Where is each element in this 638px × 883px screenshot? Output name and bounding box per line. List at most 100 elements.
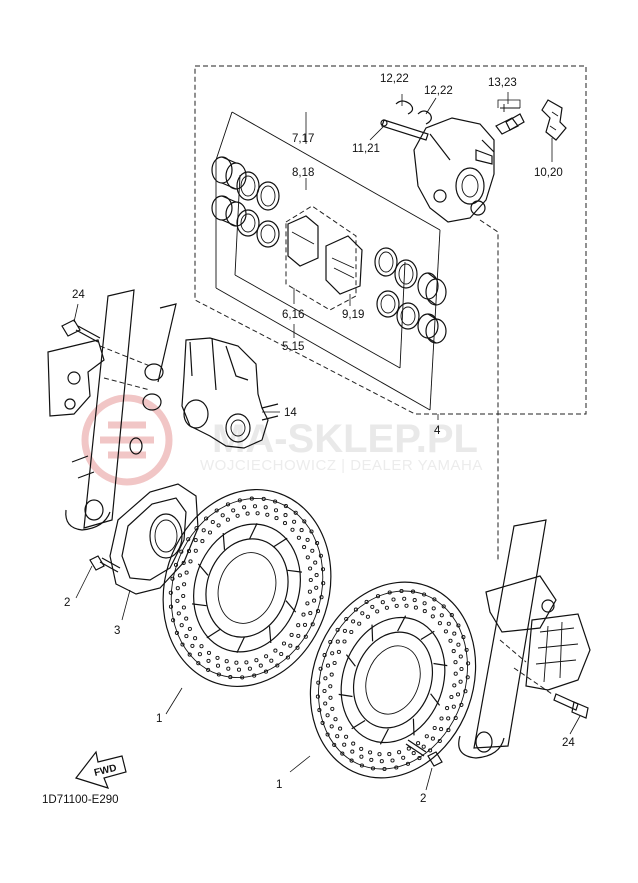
disc-hole (302, 545, 307, 550)
disc-hole (453, 671, 458, 676)
disc-hole (184, 616, 189, 621)
disc-hole (422, 601, 427, 606)
disc-spoke-slot (197, 563, 209, 576)
disc-hole (305, 601, 310, 606)
piston-seal-right-lower (396, 302, 420, 330)
disc-hole (312, 598, 317, 603)
disc-hole (244, 660, 249, 665)
disc-hole (310, 622, 315, 627)
caliper-assembly-boundary (194, 65, 587, 415)
disc-hole (448, 638, 453, 643)
bolt-axis-left (103, 377, 151, 391)
disc-hole (184, 634, 189, 639)
disc-hole (412, 598, 417, 603)
disc-hole (181, 605, 186, 610)
disc-hole (323, 701, 328, 706)
disc-hole (453, 715, 458, 721)
disc-hole (200, 539, 205, 544)
brake-pad-left (287, 215, 319, 267)
disc-hole (292, 519, 297, 524)
disc-hole (369, 757, 374, 762)
disc-hole (330, 651, 335, 656)
disc-hole (305, 537, 310, 542)
disc-hole (302, 519, 307, 524)
disc-spoke-slot (420, 630, 435, 641)
disc-hole (379, 759, 384, 764)
disc-hole (296, 535, 301, 540)
disc-hole (380, 600, 385, 605)
disc-hole (254, 658, 259, 663)
disc-hole (204, 516, 209, 521)
disc-hole (360, 611, 365, 616)
disc-hole (329, 672, 334, 677)
disc-hole (319, 595, 324, 600)
disc-hole (245, 511, 250, 516)
disc-hole (283, 513, 288, 518)
disc-hole (182, 582, 187, 587)
disc-hole (308, 566, 313, 571)
disc-hole (405, 761, 411, 766)
disc-hole (459, 702, 464, 707)
watermark-site-text: MA-SKLEP.PL (212, 417, 478, 461)
disc-spoke-slot (371, 624, 374, 642)
label-6-16: 6,16 (282, 309, 304, 321)
caliper-to-right-fork-line (479, 219, 499, 560)
disc-hole (293, 510, 298, 515)
disc-hole (318, 666, 323, 671)
disc-hole (214, 508, 219, 513)
disc-hole (181, 593, 186, 599)
label-24-right: 24 (562, 737, 575, 749)
disc-hole (335, 627, 340, 632)
disc-hole (328, 684, 333, 689)
disc-hole (446, 728, 451, 733)
label-1-left: 1 (156, 713, 162, 725)
bolt-24-left (61, 319, 101, 343)
label-12-22-a: 12,22 (380, 73, 409, 85)
disc-hole (225, 517, 230, 522)
disc-hole (394, 765, 399, 770)
disc-hole (461, 635, 466, 640)
disc-hole (196, 661, 201, 666)
disc-hole (344, 734, 349, 739)
label-3: 3 (114, 625, 120, 637)
disc-hole (320, 720, 325, 725)
disc-hole (242, 505, 247, 510)
disc-hole (187, 626, 192, 631)
disc-hole (279, 651, 284, 657)
disc-hole (338, 726, 343, 731)
disc-hole (350, 749, 355, 754)
disc-hole (449, 613, 454, 618)
disc-hole (466, 661, 471, 666)
label-9-19: 9,19 (342, 309, 364, 321)
disc-hole (382, 766, 387, 772)
disc-hole (452, 683, 457, 688)
disc-hole (387, 752, 392, 757)
bleed-screw (495, 104, 525, 135)
disc-hole (431, 606, 436, 611)
disc-bolt-right (405, 739, 443, 767)
disc-hole (295, 645, 300, 650)
disc-hole (456, 623, 461, 628)
disc-hole (181, 560, 186, 565)
disc-hole (353, 607, 358, 612)
disc-hole (344, 616, 349, 622)
disc-hole (413, 605, 418, 610)
disc-hole (377, 752, 382, 757)
disc-hole (451, 704, 456, 709)
bolt-24-right-leader (499, 639, 553, 695)
piston-seal-right-upper (394, 259, 418, 289)
disc-hole (237, 498, 242, 503)
disc-hole (410, 589, 416, 594)
disc-hole (255, 511, 260, 516)
disc-hole (249, 496, 254, 501)
label-11-21: 11,21 (352, 143, 380, 155)
disc-hole (302, 622, 308, 627)
disc-hole (416, 741, 421, 746)
left-fork-mount-lugs (142, 363, 164, 411)
dust-seal-right-lower (376, 290, 400, 318)
disc-hole (215, 663, 221, 668)
disc-hole (351, 619, 356, 624)
disc-hole (402, 596, 407, 601)
disc-spoke-slot (287, 569, 302, 573)
